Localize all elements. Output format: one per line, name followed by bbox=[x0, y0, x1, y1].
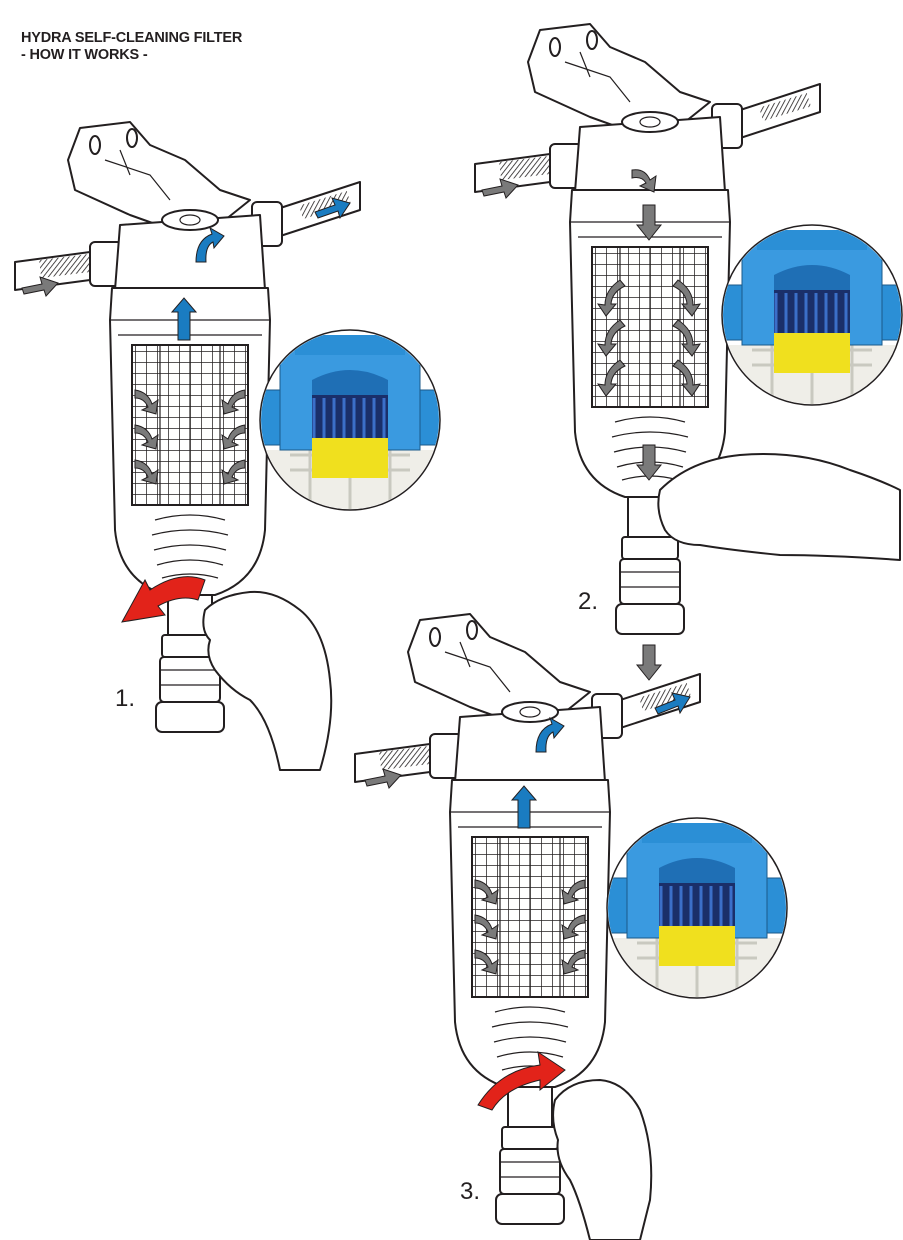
title-line-1: HYDRA SELF-CLEANING FILTER bbox=[21, 30, 243, 46]
inlet-arrow-2 bbox=[481, 178, 519, 199]
down-arrow-2c bbox=[635, 644, 663, 681]
detail-inset-2 bbox=[717, 225, 903, 415]
inlet-arrow-3 bbox=[364, 768, 402, 789]
outlet-arrow-3 bbox=[654, 692, 691, 715]
page-title: HYDRA SELF-CLEANING FILTER - HOW IT WORK… bbox=[21, 30, 242, 64]
turn-arrow-3 bbox=[535, 716, 565, 753]
detail-inset-3 bbox=[602, 818, 792, 1008]
swirl-arrow-2 bbox=[631, 169, 657, 193]
step-label-3: 3. bbox=[460, 1178, 481, 1205]
flow-arrows bbox=[170, 197, 691, 829]
turn-arrow-1 bbox=[195, 226, 225, 263]
hand-1 bbox=[202, 590, 333, 771]
hand-3 bbox=[552, 1079, 653, 1240]
up-arrow-3 bbox=[510, 785, 538, 829]
mesh-arrows-2 bbox=[596, 279, 702, 397]
inlet-arrow-1 bbox=[21, 276, 59, 297]
debris-arrows bbox=[21, 169, 702, 975]
down-arrow-2b bbox=[635, 444, 663, 481]
detail-inset-1 bbox=[255, 330, 445, 520]
step-label-2: 2. bbox=[578, 588, 599, 615]
title-line-2: - HOW IT WORKS - bbox=[21, 47, 148, 63]
hand-2 bbox=[657, 453, 901, 561]
mesh-arrows-1 bbox=[134, 389, 246, 485]
outlet-arrow-1 bbox=[314, 197, 351, 220]
step-label-1: 1. bbox=[115, 685, 136, 712]
down-arrow-2a bbox=[635, 204, 663, 241]
open-valve-arrow bbox=[121, 576, 206, 623]
mesh-arrows-3 bbox=[474, 879, 586, 975]
up-arrow-1 bbox=[170, 297, 198, 341]
close-valve-arrow bbox=[477, 1050, 566, 1111]
